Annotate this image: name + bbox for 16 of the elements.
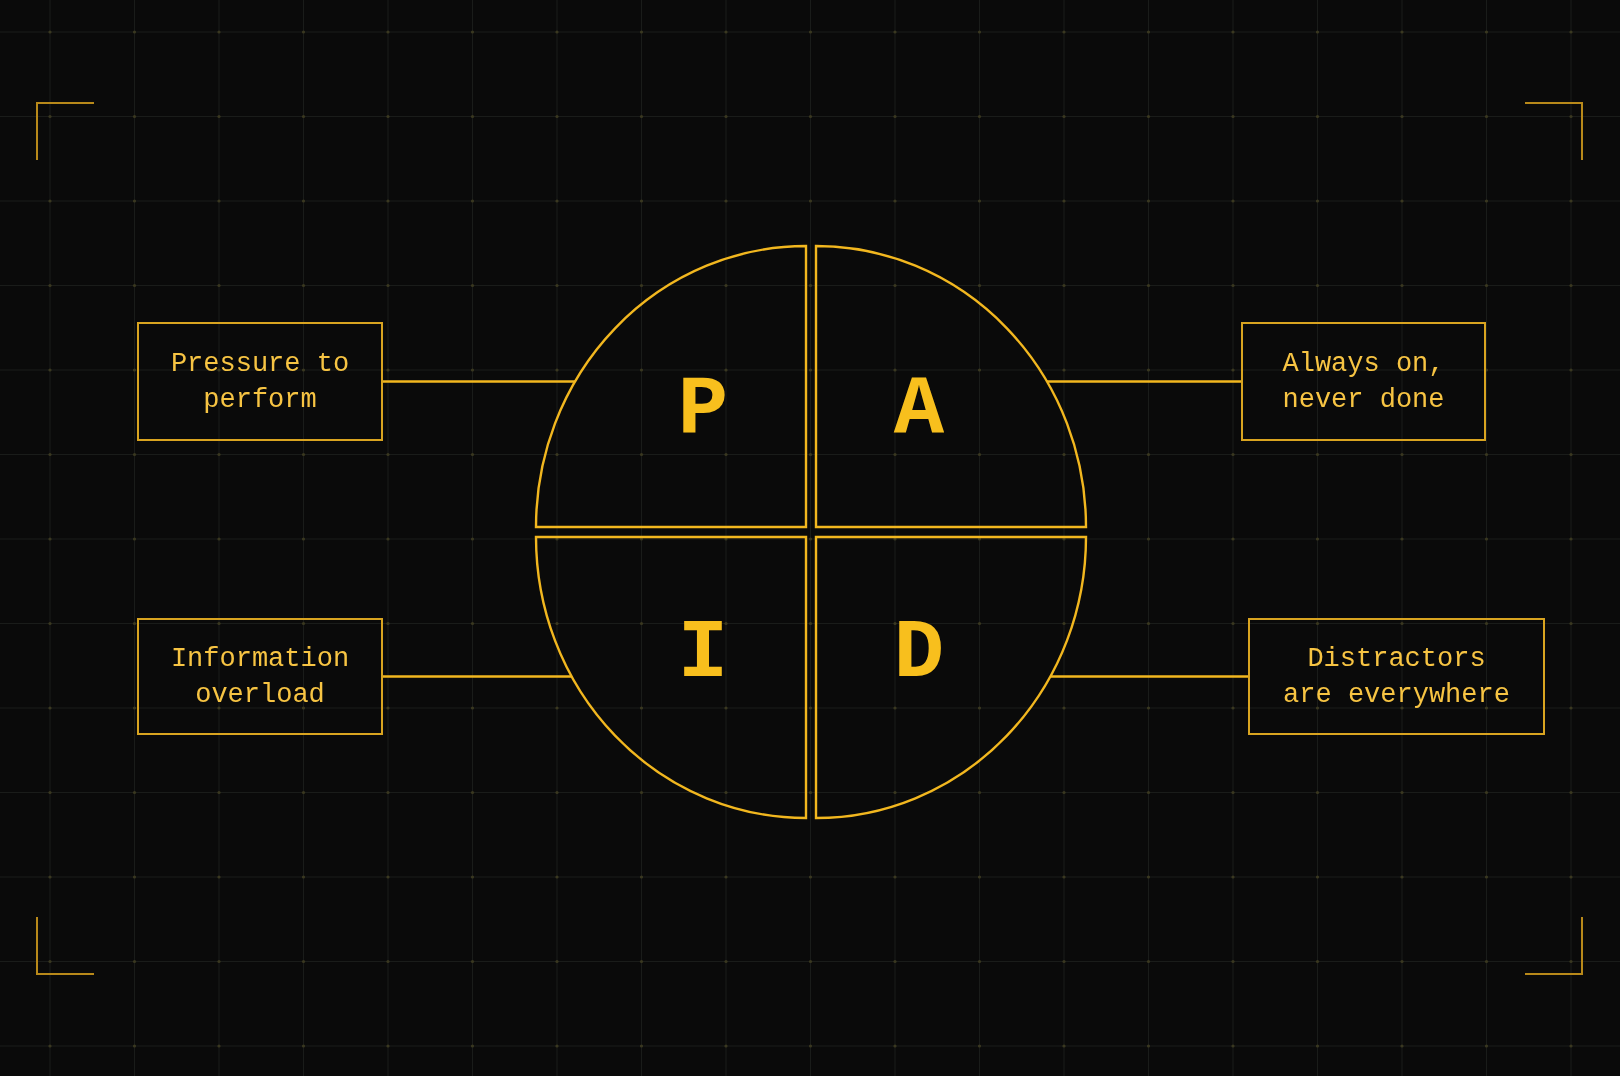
quadrant-letter: A <box>893 368 945 452</box>
connector-line <box>383 380 575 383</box>
text-box <box>137 322 383 441</box>
quadrant-letter: D <box>893 612 945 696</box>
quadrant-letter: I <box>677 612 729 696</box>
quadrant-letter: P <box>677 368 729 452</box>
connector-line <box>383 675 572 678</box>
text-box <box>1248 618 1545 735</box>
text-box <box>137 618 383 735</box>
connector-line <box>1050 675 1248 678</box>
box-label: Information overload <box>169 642 351 712</box>
box-label: Always on, never done <box>1281 347 1446 417</box>
box-label: Distractors are everywhere <box>1282 642 1511 712</box>
box-label: Pressure to perform <box>169 347 351 417</box>
connector-line <box>1047 380 1241 383</box>
text-box <box>1241 322 1486 441</box>
